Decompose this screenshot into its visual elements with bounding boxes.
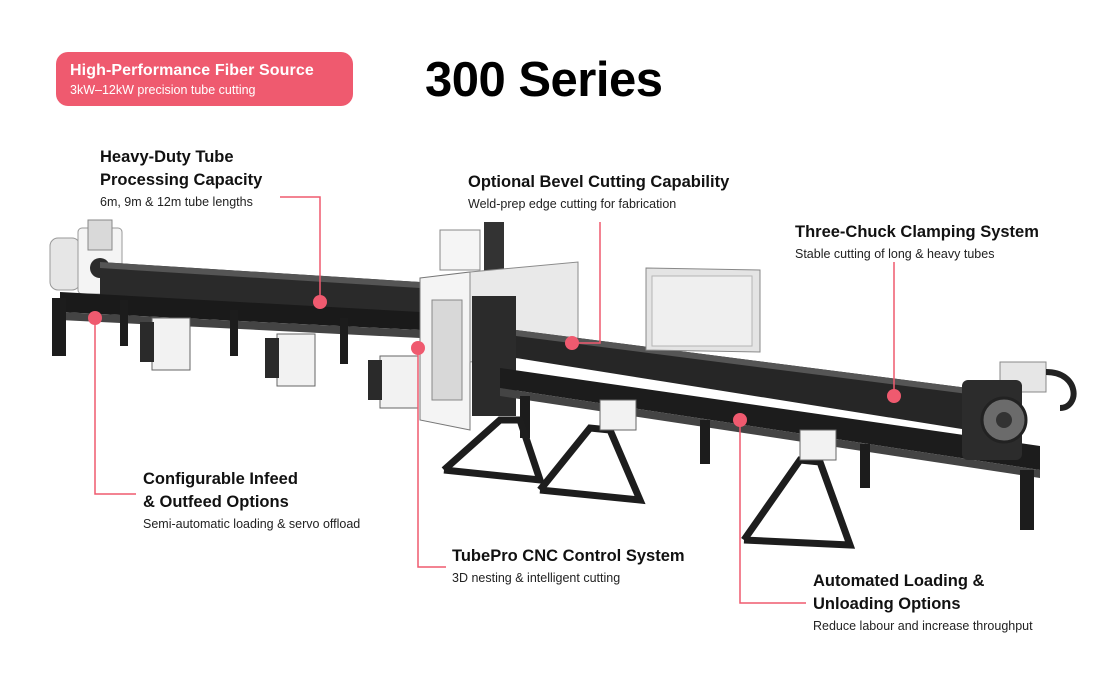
callout-description: Weld-prep edge cutting for fabrication bbox=[468, 197, 677, 211]
support-units-left bbox=[140, 317, 419, 409]
callout-description: Stable cutting of long & heavy tubes bbox=[795, 247, 995, 261]
callout-bevel: Optional Bevel Cutting Capability Weld-p… bbox=[468, 171, 729, 213]
callout-title: Automated Loading & bbox=[813, 572, 985, 590]
front-chuck bbox=[962, 361, 1077, 460]
badge-subtitle: 3kW–12kW precision tube cutting bbox=[70, 83, 256, 97]
leader-lines bbox=[94, 196, 895, 604]
badge-title: High-Performance Fiber Source bbox=[70, 62, 314, 79]
fiber-source-badge: High-Performance Fiber Source 3kW–12kW p… bbox=[56, 52, 353, 106]
cutting-cabinet bbox=[419, 222, 579, 431]
callout-title: Unloading Options bbox=[813, 595, 961, 613]
page-title: 300 Series bbox=[425, 53, 663, 107]
callout-title: Processing Capacity bbox=[100, 171, 263, 189]
callout-loading: Automated Loading & Unloading Options Re… bbox=[813, 570, 1033, 635]
callout-title: Configurable Infeed bbox=[143, 470, 298, 488]
marker-dot-infeed bbox=[88, 311, 102, 325]
marker-dots bbox=[88, 295, 901, 427]
callout-title: Three-Chuck Clamping System bbox=[795, 223, 1039, 241]
callout-title: Optional Bevel Cutting Capability bbox=[468, 173, 730, 191]
marker-dot-three-chuck bbox=[887, 389, 901, 403]
electrical-cabinet bbox=[645, 267, 761, 353]
callout-description: 6m, 9m & 12m tube lengths bbox=[100, 195, 253, 209]
callout-infeed: Configurable Infeed & Outfeed Options Se… bbox=[143, 468, 360, 533]
marker-dot-cnc bbox=[411, 341, 425, 355]
callout-description: Reduce labour and increase throughput bbox=[813, 619, 1033, 633]
callout-description: 3D nesting & intelligent cutting bbox=[452, 571, 621, 585]
marker-dot-loading bbox=[733, 413, 747, 427]
marker-dot-bevel bbox=[565, 336, 579, 350]
callout-cnc: TubePro CNC Control System 3D nesting & … bbox=[452, 545, 685, 587]
callout-description: Semi-automatic loading & servo offload bbox=[143, 517, 361, 531]
callout-heavy-duty: Heavy-Duty Tube Processing Capacity 6m, … bbox=[100, 146, 262, 211]
callout-title: & Outfeed Options bbox=[143, 493, 289, 511]
left-bed bbox=[52, 262, 420, 364]
marker-dot-heavy-duty bbox=[313, 295, 327, 309]
callout-title: TubePro CNC Control System bbox=[452, 547, 685, 565]
callout-three-chuck: Three-Chuck Clamping System Stable cutti… bbox=[795, 221, 1039, 263]
loading-frame-posts bbox=[599, 399, 837, 461]
callout-title: Heavy-Duty Tube bbox=[100, 148, 234, 166]
